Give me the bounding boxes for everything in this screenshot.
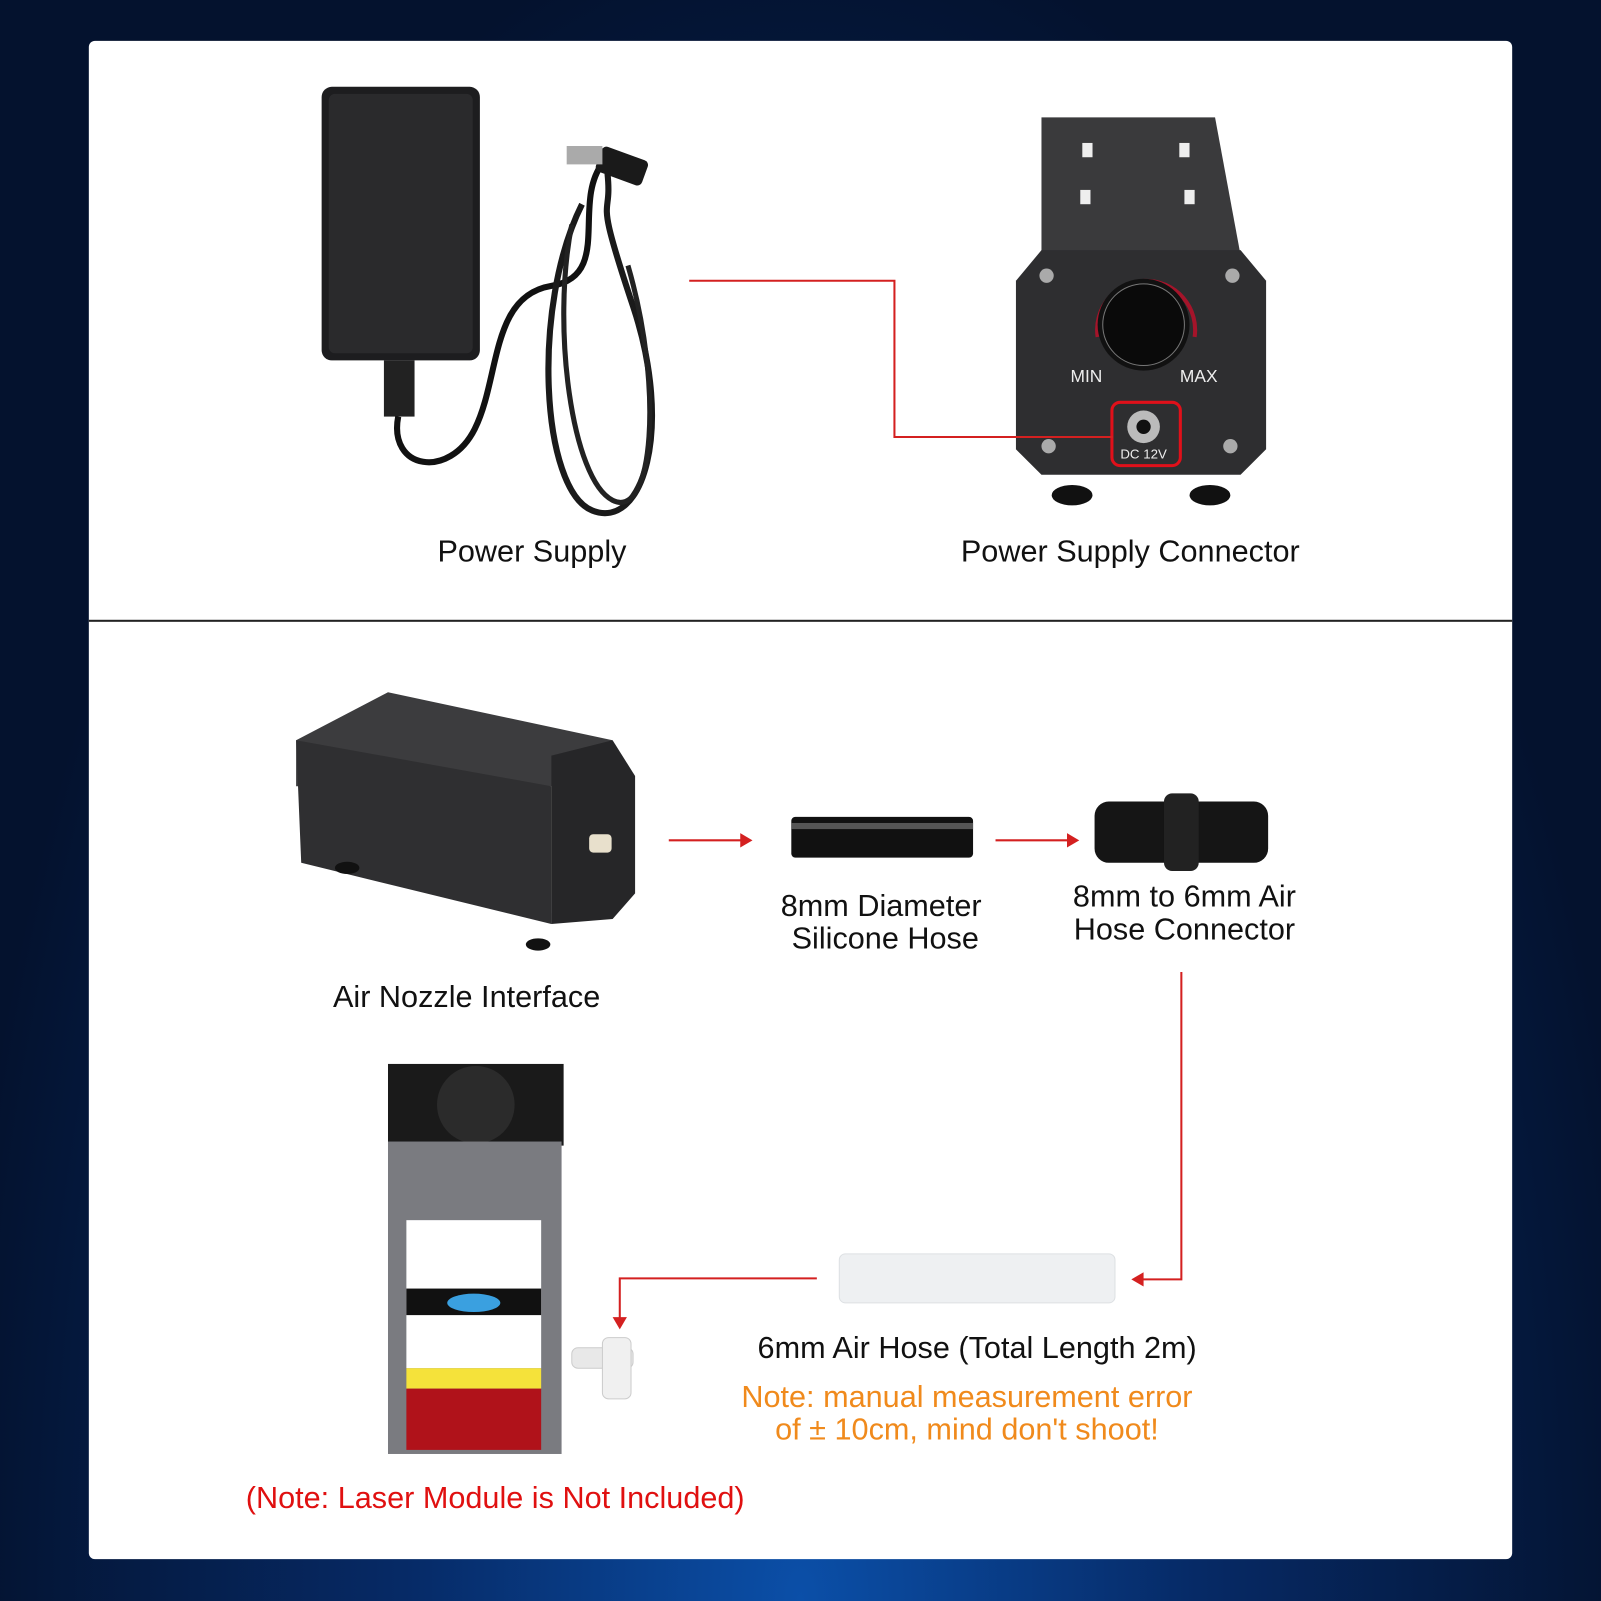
min-label: MIN: [1070, 366, 1103, 386]
laser-module-image: [387, 1063, 634, 1454]
silicone-hose-label-2: Silicone Hose: [791, 922, 979, 956]
power-supply-connector-label: Power Supply Connector: [960, 535, 1300, 569]
hose-connector-label-2: Hose Connector: [1073, 912, 1296, 947]
hose-connector-label-1: 8mm to 6mm Air: [1072, 880, 1296, 914]
dc-port-label: DC 12V: [1120, 446, 1167, 462]
air-hose-image: [838, 1253, 1116, 1304]
hose-connector-image: [1094, 793, 1269, 871]
measurement-note-1: Note: manual measurement error: [741, 1380, 1193, 1415]
power-supply-label: Power Supply: [437, 535, 627, 569]
pump-side-image: [296, 692, 636, 951]
arrow-connector-to-airhose: [1141, 972, 1183, 1281]
power-supply-adapter-image: [321, 86, 656, 516]
air-nozzle-interface-label: Air Nozzle Interface: [332, 980, 601, 1014]
arrow-airhose-to-laser: [618, 1277, 817, 1320]
connector-line: [689, 279, 1113, 439]
air-hose-label: 6mm Air Hose (Total Length 2m): [757, 1331, 1197, 1366]
pump-front-image: [1015, 117, 1267, 506]
section-divider: [88, 619, 1513, 622]
measurement-note-2: of ± 10cm, mind don't shoot!: [775, 1413, 1159, 1447]
laser-not-included-note: (Note: Laser Module is Not Included): [245, 1481, 745, 1516]
silicone-hose-label-1: 8mm Diameter: [780, 889, 982, 924]
max-label: MAX: [1179, 366, 1218, 386]
